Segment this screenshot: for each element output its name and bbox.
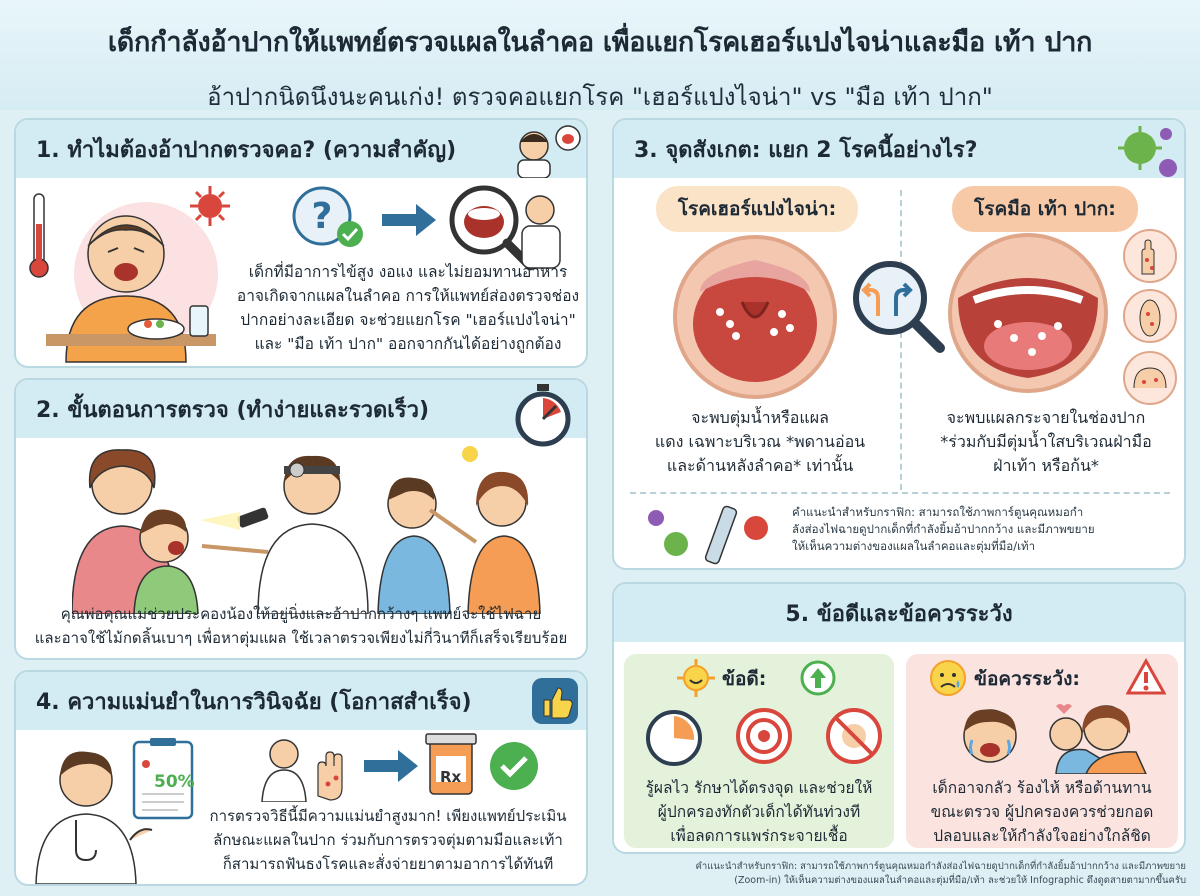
right-label-wrap: โรคมือ เท้า ปาก: (930, 186, 1160, 232)
cons-label: ข้อควรระวัง: (974, 668, 1080, 690)
text-line: ก็สามารถฟันธงโรคและสั่งจ่ายยาตามอาการได้… (222, 855, 554, 873)
text-line: แดง เฉพาะบริเวณ *พดานอ่อน (654, 432, 866, 451)
section-accuracy: 4. ความแม่นยำในการวินิจฉัย (โอกาสสำเร็จ)… (14, 670, 588, 886)
virus-icon (188, 184, 232, 228)
page-subtitle: อ้าปากนิดนึงนะคนเก่ง! ตรวจคอแยกโรค "เฮอร… (207, 83, 993, 111)
section-pros-cons: 5. ข้อดีและข้อควรระวัง ข้อดี: (612, 582, 1186, 854)
arrow-right-icon (378, 202, 438, 238)
section-differences: 3. จุดสังเกต: แยก 2 โรคนี้อย่างไร? โรคเฮ… (612, 118, 1186, 570)
thumbs-up-icon (530, 676, 580, 726)
text-line: ขณะตรวจ ผู้ปกครองควรช่วยกอด (930, 803, 1154, 821)
magnifier-throat-icon (444, 180, 564, 280)
question-check-icon: ? (286, 182, 370, 254)
crying-child-illustration (936, 700, 1156, 775)
compare-magnifier-illustration (840, 254, 950, 354)
text-line: คำแนะนำสำหรับกราฟิก: สามารถใช้ภาพการ์ตูน… (792, 505, 1084, 519)
section-heading: 3. จุดสังเกต: แยก 2 โรคนี้อย่างไร? (614, 120, 1184, 178)
worried-face-icon (928, 658, 968, 698)
text-line: การตรวจวิธีนี้มีความแม่นยำสูงมาก! เพียงแ… (209, 807, 567, 825)
herpangina-label: โรคเฮอร์แปงไจน่า: (655, 186, 859, 232)
text-line: และด้านหลังลำคอ* เท่านั้น (666, 456, 854, 475)
left-label-wrap: โรคเฮอร์แปงไจน่า: (642, 186, 872, 232)
text-line: จะพบตุ่มน้ำหรือแผล (691, 408, 829, 427)
pros-box: ข้อดี: รู้ผลไว รักษาได้ตรงจุด และช่วยให้… (624, 654, 894, 848)
text-line: เด็กที่มีอาการไข้สูง งอแง และไม่ยอมทานอา… (248, 263, 568, 281)
sick-child-illustration (26, 184, 226, 364)
doctor-hand-rx-illustration (254, 730, 554, 803)
section-text: คุณพ่อคุณแม่ช่วยประคองน้องให้อยู่นิ่งและ… (24, 602, 578, 650)
text-line: อาจเกิดจากแผลในลำคอ การให้แพทย์ส่องตรวจช… (236, 287, 580, 305)
section-text: เด็กที่มีอาการไข้สูง งอแง และไม่ยอมทานอา… (231, 260, 585, 356)
text-line: ลังส่องไฟฉายดูปากเด็กที่กำลังยิ้มอ้าปากก… (792, 522, 1095, 536)
hfmd-label: โรคมือ เท้า ปาก: (952, 186, 1138, 232)
text-line: (Zoom-in) ให้เห็นความต่างของแผลในลำคอและ… (734, 875, 1186, 886)
mouth-ulcers-illustration (948, 228, 1108, 398)
text-line: ให้เห็นความต่างของแผลในลำคอและตุ่มที่มือ… (792, 539, 1036, 553)
page-header: เด็กกำลังอ้าปากให้แพทย์ตรวจแผลในลำคอ เพื… (0, 0, 1200, 111)
section-heading: 2. ขั้นตอนการตรวจ (ทำง่ายและรวดเร็ว) (16, 380, 586, 438)
text-line: เด็กอาจกลัว ร้องไห้ หรือต้านทาน (932, 779, 1152, 797)
text-line: รู้ผลไว รักษาได้ตรงจุด และช่วยให้ (645, 779, 873, 797)
hfmd-text: จะพบแผลกระจายในช่องปาก *ร่วมกับมีตุ่มน้ำ… (910, 406, 1182, 478)
pros-text: รู้ผลไว รักษาได้ตรงจุด และช่วยให้ ผู้ปกค… (626, 776, 892, 848)
hand-foot-bottom-rash-illustration (1120, 228, 1180, 408)
text-line: และอาจใช้ไม้กดลิ้นเบาๆ เพื่อหาตุ่มแผล ใช… (34, 629, 568, 647)
note-divider (630, 492, 1170, 494)
doctor-chart-illustration (30, 736, 200, 884)
cons-box: ข้อควรระวัง: เด็กอาจกลัว ร้องไห้ หรือต้า… (906, 654, 1178, 848)
section-heading: 1. ทำไมต้องอ้าปากตรวจคอ? (ความสำคัญ) (16, 120, 586, 178)
section-text: การตรวจวิธีนี้มีความแม่นยำสูงมาก! เพียงแ… (192, 804, 584, 876)
flashlight-virus-illustration (636, 502, 786, 568)
text-line: คำแนะนำสำหรับกราฟิก: สามารถใช้ภาพการ์ตูน… (695, 861, 1186, 872)
text-line: ผู้ปกครองทักตัวเด็กได้ทันท่วงที (657, 803, 861, 821)
virus-cluster-icon (1110, 122, 1182, 182)
exam-illustration (71, 442, 542, 615)
text-line: ปากอย่างละเอียด จะช่วยแยกโรค "เฮอร์แปงไจ… (240, 311, 576, 329)
warning-icon (1126, 658, 1166, 696)
text-line: และ "มือ เท้า ปาก" ออกจากกันได้อย่างถูกต… (254, 335, 562, 353)
stopwatch-icon (510, 382, 576, 448)
svg-text:?: ? (312, 196, 333, 237)
text-line: *ร่วมกับมีตุ่มน้ำใสบริเวณฝ่ามือ (940, 432, 1152, 451)
section-procedure: 2. ขั้นตอนการตรวจ (ทำง่ายและรวดเร็ว) (14, 378, 588, 660)
section-heading: 5. ข้อดีและข้อควรระวัง (614, 584, 1184, 642)
cons-text: เด็กอาจกลัว ร้องไห้ หรือต้านทาน ขณะตรวจ … (908, 776, 1176, 848)
section-importance: 1. ทำไมต้องอ้าปากตรวจคอ? (ความสำคัญ) (14, 118, 588, 368)
page-title: เด็กกำลังอ้าปากให้แพทย์ตรวจแผลในลำคอ เพื… (107, 27, 1093, 58)
pros-icons (644, 706, 884, 766)
doctor-avatar-icon (504, 122, 584, 178)
text-line: ลักษณะแผลในปาก ร่วมกับการตรวจตุ่มตามมือแ… (213, 831, 563, 849)
up-arrow-icon (800, 660, 836, 696)
pros-label: ข้อดี: (722, 668, 767, 690)
rx-label: Rx (440, 768, 462, 786)
text-line: ปลอบและให้กำลังใจอย่างใกล้ชิด (933, 827, 1151, 845)
text-line: คุณพ่อคุณแม่ช่วยประคองน้องให้อยู่นิ่งและ… (60, 605, 542, 623)
column-divider (900, 190, 902, 490)
footnote: คำแนะนำสำหรับกราฟิก: สามารถใช้ภาพการ์ตูน… (614, 860, 1186, 888)
sun-smile-icon (676, 658, 716, 698)
text-line: จะพบแผลกระจายในช่องปาก (946, 408, 1146, 427)
section-heading: 4. ความแม่นยำในการวินิจฉัย (โอกาสสำเร็จ) (16, 672, 586, 730)
accuracy-percent-label: 50% (154, 772, 195, 792)
graphic-note: คำแนะนำสำหรับกราฟิก: สามารถใช้ภาพการ์ตูน… (792, 504, 1172, 555)
text-line: ฝ่าเท้า หรือก้น* (993, 456, 1099, 475)
text-line: เพื่อลดการแพร่กระจายเชื้อ (670, 827, 848, 845)
herpangina-text: จะพบตุ่มน้ำหรือแผล แดง เฉพาะบริเวณ *พดาน… (630, 406, 890, 478)
throat-lesion-illustration (670, 232, 840, 402)
